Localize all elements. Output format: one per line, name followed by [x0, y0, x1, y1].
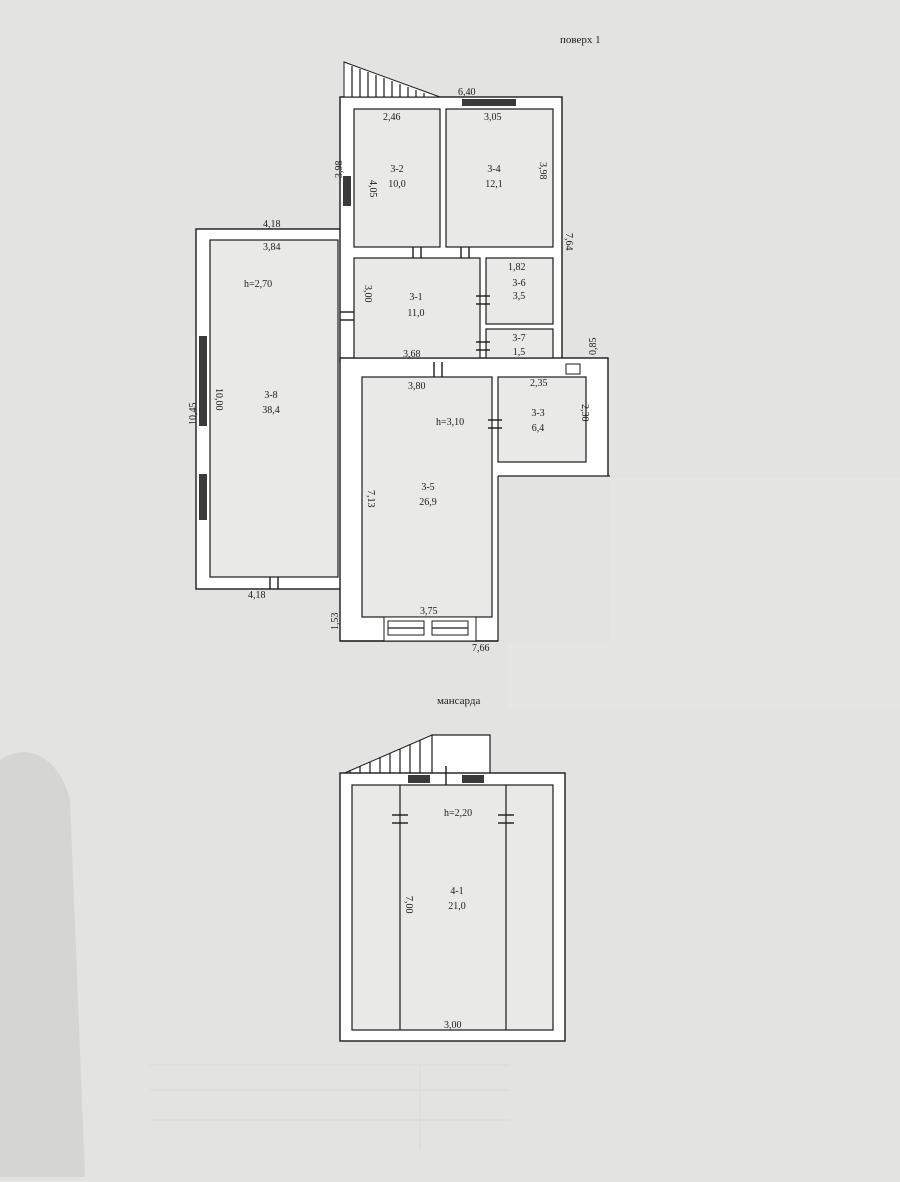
dim-1-53: 1,53 — [330, 613, 341, 631]
door-markers-floor1 — [269, 247, 581, 589]
window-west-3-8-upper — [199, 336, 207, 426]
room-3-6-id: 3-6 — [512, 278, 525, 289]
dim-2-30: 2,30 — [579, 404, 590, 422]
dim-3-00-attic: 3,00 — [444, 1020, 462, 1031]
room-3-2 — [353, 108, 441, 248]
dim-3-84: 3,84 — [263, 242, 281, 253]
height-3-8: h=2,70 — [244, 279, 272, 290]
window-west-3-8-lower — [199, 474, 207, 520]
dim-7-66: 7,66 — [472, 643, 490, 654]
room-3-2-id: 3-2 — [390, 164, 403, 175]
attic-window-right — [462, 775, 484, 783]
dim-7-00: 7,00 — [403, 896, 414, 914]
window-north-3-4 — [462, 99, 516, 106]
room-3-3-area: 6,4 — [532, 423, 545, 434]
height-3-5: h=3,10 — [436, 417, 464, 428]
dim-3-68: 3,68 — [403, 349, 421, 360]
attic-plan: мансарда 4-1 21,0 h=2,20 7,00 3,00 — [339, 695, 566, 1042]
dimension-labels-floor1: 6,40 2,46 3,05 3,98 4,05 3,98 4,18 3,84 … — [188, 87, 599, 654]
staircase-floor1 — [343, 61, 441, 98]
room-4-1-id: 4-1 — [450, 886, 463, 897]
dim-4-18-bottom: 4,18 — [248, 590, 266, 601]
attic-landing — [431, 734, 491, 776]
dim-10-45: 10,45 — [188, 403, 199, 426]
dim-10-00: 10,00 — [213, 388, 224, 411]
floor-1-plan: поверх 1 3-2 10,0 3-4 12,1 3-1 11,0 3-6 … — [188, 34, 610, 654]
room-3-4 — [445, 108, 554, 248]
room-3-3 — [497, 376, 587, 463]
room-3-8 — [209, 239, 339, 578]
height-4-1: h=2,20 — [444, 808, 472, 819]
dim-4-05: 4,05 — [367, 180, 378, 198]
dim-7-13: 7,13 — [365, 490, 376, 508]
window-west-3-2 — [343, 176, 351, 206]
room-3-5-id: 3-5 — [421, 482, 434, 493]
room-3-4-area: 12,1 — [485, 179, 503, 190]
room-3-6 — [485, 257, 554, 325]
dim-3-98-right: 3,98 — [537, 162, 548, 180]
dim-6-40: 6,40 — [458, 87, 476, 98]
room-3-5 — [361, 376, 493, 618]
room-3-7-area: 1,5 — [513, 347, 526, 358]
dim-3-98-left: 3,98 — [334, 161, 345, 179]
room-3-5-area: 26,9 — [419, 497, 437, 508]
dim-7-64: 7,64 — [563, 233, 574, 251]
attic-post-markers — [392, 814, 514, 824]
dim-0-85: 0,85 — [588, 338, 599, 356]
exterior-notch — [498, 476, 610, 644]
room-4-1 — [351, 784, 554, 1031]
room-3-1 — [353, 257, 481, 359]
dim-3-00: 3,00 — [362, 285, 373, 303]
attic-title: мансарда — [437, 695, 481, 707]
room-3-4-id: 3-4 — [487, 164, 500, 175]
room-3-8-area: 38,4 — [262, 405, 280, 416]
room-3-1-area: 11,0 — [407, 308, 424, 319]
room-3-2-area: 10,0 — [388, 179, 406, 190]
dim-4-18-top: 4,18 — [263, 219, 281, 230]
attic-window-left — [408, 775, 430, 783]
room-3-8-id: 3-8 — [264, 390, 277, 401]
room-labels-floor1: 3-2 10,0 3-4 12,1 3-1 11,0 3-6 3,5 3-7 1… — [244, 164, 545, 508]
dim-2-35: 2,35 — [530, 378, 548, 389]
room-3-3-id: 3-3 — [531, 408, 544, 419]
room-3-1-id: 3-1 — [409, 292, 422, 303]
dim-1-82: 1,82 — [508, 262, 526, 273]
staircase-attic — [339, 734, 433, 776]
dim-3-75: 3,75 — [420, 606, 438, 617]
dim-2-46: 2,46 — [383, 112, 401, 123]
dim-3-05: 3,05 — [484, 112, 502, 123]
room-3-7-id: 3-7 — [512, 333, 525, 344]
floor-1-title: поверх 1 — [560, 34, 601, 46]
room-3-7 — [485, 328, 554, 359]
dim-3-80: 3,80 — [408, 381, 426, 392]
room-3-6-area: 3,5 — [513, 291, 526, 302]
room-4-1-area: 21,0 — [448, 901, 466, 912]
